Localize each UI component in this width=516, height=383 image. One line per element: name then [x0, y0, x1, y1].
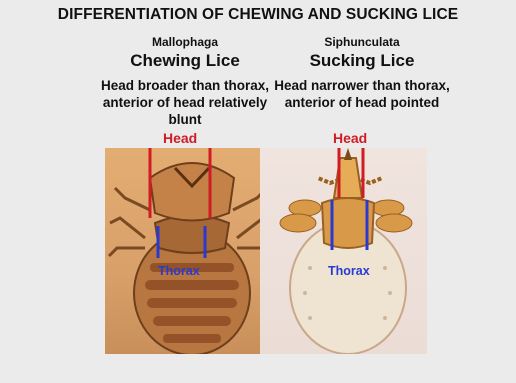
sucking-head-label: Head — [333, 130, 367, 146]
sucking-louse-photo — [260, 148, 427, 354]
chewing-head-label: Head — [163, 130, 197, 146]
sucking-order: Siphunculata — [262, 35, 462, 49]
sucking-column: Siphunculata Sucking Lice Head narrower … — [262, 35, 462, 111]
sucking-common-name: Sucking Lice — [262, 51, 462, 71]
sucking-description: Head narrower than thorax, anterior of h… — [262, 77, 462, 111]
slide-title: DIFFERENTIATION OF CHEWING AND SUCKING L… — [0, 6, 516, 24]
chewing-louse-photo — [105, 148, 280, 354]
chewing-description: Head broader than thorax, anterior of he… — [85, 77, 285, 128]
chewing-common-name: Chewing Lice — [85, 51, 285, 71]
sucking-thorax-label: Thorax — [328, 264, 370, 278]
chewing-column: Mallophaga Chewing Lice Head broader tha… — [85, 35, 285, 128]
chewing-thorax-label: Thorax — [158, 264, 200, 278]
chewing-order: Mallophaga — [85, 35, 285, 49]
